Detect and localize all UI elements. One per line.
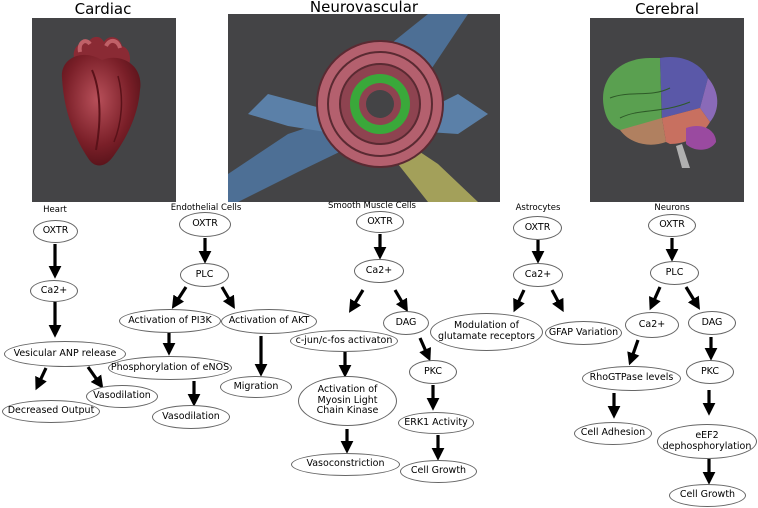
node-endo-vasodilation: Vasodilation	[152, 405, 230, 429]
arrow	[220, 286, 235, 309]
arrow	[550, 289, 564, 313]
header-cerebral: Cerebral	[635, 0, 699, 18]
arrow	[348, 289, 365, 313]
node-smc-dag: DAG	[383, 311, 429, 335]
section-label-astrocytes: Astrocytes	[515, 203, 561, 213]
node-neur-plc: PLC	[650, 261, 699, 285]
section-label-neurons: Neurons	[654, 203, 690, 213]
heart-image	[32, 18, 176, 202]
arrow	[171, 286, 188, 309]
brain-image	[590, 18, 744, 202]
node-astro-oxtr: OXTR	[513, 216, 562, 240]
arrow	[35, 367, 48, 391]
arrow	[86, 366, 104, 389]
node-astro-gfap: GFAP Variation	[545, 321, 622, 345]
node-neur-pkc: PKC	[686, 360, 734, 384]
node-neur-ca2: Ca2+	[625, 312, 679, 338]
node-smc-cell-growth: Cell Growth	[400, 460, 477, 483]
node-heart-decreased-output: Decreased Output	[2, 400, 100, 423]
arrow	[649, 286, 662, 311]
arrow	[393, 289, 408, 312]
node-heart-ca2: Ca2+	[30, 280, 78, 302]
node-neur-oxtr: OXTR	[648, 214, 696, 237]
arrow	[513, 289, 526, 313]
node-smc-cjun-cfos: c-jun/c-fos activaton	[290, 330, 398, 352]
node-neur-cell-adhesion: Cell Adhesion	[574, 422, 652, 445]
node-endo-pi3k: Activation of PI3K	[119, 309, 221, 333]
node-astro-glutamate: Modulation of glutamate receptors	[430, 313, 543, 351]
section-label-endothelial: Endothelial Cells	[170, 203, 242, 213]
node-heart-oxtr: OXTR	[33, 220, 78, 243]
node-neur-eef2: eEF2 dephosphorylation	[657, 424, 757, 459]
node-smc-oxtr: OXTR	[356, 211, 404, 233]
node-endo-enos: Phosphorylation of eNOS	[108, 356, 232, 380]
arrow	[418, 337, 431, 362]
node-neur-cell-growth: Cell Growth	[669, 484, 746, 507]
neurovascular-image	[228, 14, 500, 202]
node-heart-vasodilation: Vasodilation	[86, 385, 158, 408]
section-label-heart: Heart	[43, 205, 67, 215]
node-neur-dag: DAG	[688, 311, 736, 335]
header-cardiac: Cardiac	[74, 0, 132, 18]
arrow	[627, 339, 640, 366]
node-endo-plc: PLC	[180, 263, 229, 287]
node-endo-migration: Migration	[220, 376, 292, 398]
node-neur-rhogtpase: RhoGTPase levels	[582, 366, 681, 391]
node-endo-oxtr: OXTR	[179, 212, 231, 237]
node-smc-ca2: Ca2+	[354, 259, 404, 283]
node-smc-erk1: ERK1 Activity	[398, 412, 474, 434]
node-smc-mlck: Activation of Myosin Light Chain Kinase	[298, 376, 397, 426]
node-heart-anp-release: Vesicular ANP release	[4, 341, 126, 367]
node-astro-ca2: Ca2+	[513, 263, 563, 287]
node-smc-pkc: PKC	[409, 360, 457, 384]
arrow	[684, 286, 701, 310]
section-label-smooth-muscle: Smooth Muscle Cells	[328, 201, 416, 211]
node-endo-akt: Activation of AKT	[221, 309, 317, 334]
header-neurovascular: Neurovascular	[309, 0, 419, 16]
node-smc-vasoconstriction: Vasoconstriction	[291, 453, 400, 476]
